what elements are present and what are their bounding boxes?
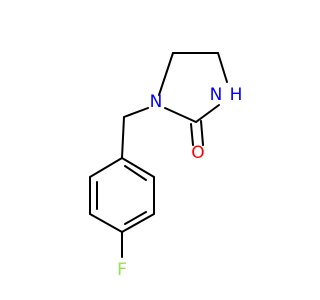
bond-ar4-ar5 xyxy=(121,213,155,233)
atom-f-label: F xyxy=(117,260,127,280)
atom-labels: N N H O F xyxy=(117,85,242,280)
bond-c2-o-b xyxy=(200,120,204,146)
bond-n3-c2 xyxy=(195,104,220,123)
atom-h-label: H xyxy=(230,85,243,105)
atom-n1-label: N xyxy=(150,92,163,112)
bond-ch2-aryl xyxy=(121,116,125,159)
bond-ar4-ar5-inner xyxy=(124,211,147,225)
bond-ar6-ar1-inner xyxy=(124,165,147,181)
bond-c4-n3 xyxy=(217,52,228,83)
bond-ar1-ar2 xyxy=(89,157,123,178)
atom-o-label: O xyxy=(191,143,204,163)
bonds xyxy=(89,52,228,258)
bond-ar6-ar1 xyxy=(121,157,155,178)
molecule-structure: N N H O F xyxy=(89,52,242,280)
bond-n1-ch2 xyxy=(123,107,149,118)
bond-ar3-ar4 xyxy=(89,213,123,233)
atom-n3-label: N xyxy=(210,85,223,105)
bond-n1-c5 xyxy=(158,52,174,96)
bond-c2-n1 xyxy=(164,107,197,123)
bond-c2-o-a xyxy=(190,123,194,146)
